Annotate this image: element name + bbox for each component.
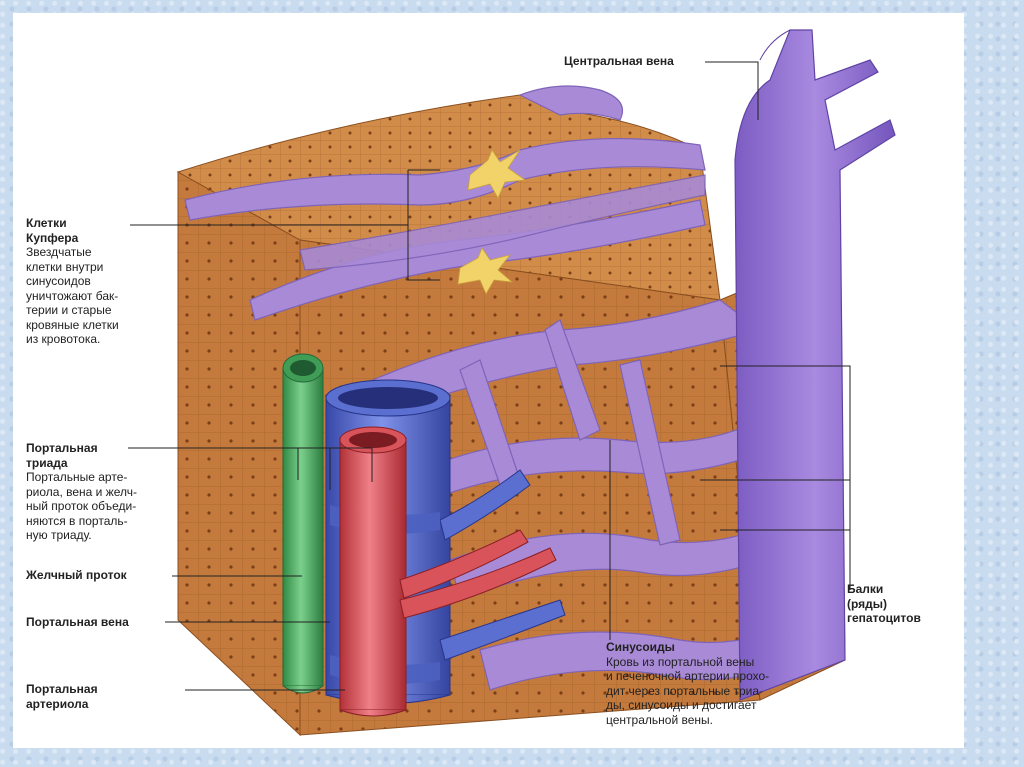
- sinusoids-title: Синусоиды: [606, 640, 846, 655]
- bile-duct: [283, 354, 323, 693]
- sinusoids-label: Синусоиды Кровь из портальной вены и печ…: [606, 640, 846, 727]
- portal-triad-label: Портальная триада Портальные арте- риола…: [26, 441, 166, 543]
- kupffer-cells-label: Клетки Купфера Звездчатые клетки внутри …: [26, 216, 166, 347]
- bile-duct-label: Желчный проток: [26, 568, 127, 583]
- portal-triad-desc: Портальные арте- риола, вена и желч- ный…: [26, 470, 166, 543]
- kupffer-cells-title: Клетки Купфера: [26, 216, 166, 245]
- portal-triad-title: Портальная триада: [26, 441, 166, 470]
- portal-vein-label: Портальная вена: [26, 615, 129, 630]
- sinusoids-desc: Кровь из портальной вены и печеночной ар…: [606, 655, 846, 728]
- central-vein-title: Центральная вена: [564, 54, 674, 69]
- portal-arteriole-label: Портальная артериола: [26, 682, 98, 711]
- portal-arteriole-title: Портальная артериола: [26, 682, 98, 711]
- hepatocyte-cords-label: Балки (ряды) гепатоцитов: [847, 582, 921, 626]
- kupffer-cells-desc: Звездчатые клетки внутри синусоидов унич…: [26, 245, 166, 347]
- central-vein-label: Центральная вена: [564, 54, 674, 69]
- portal-vein-title: Портальная вена: [26, 615, 129, 630]
- bile-duct-title: Желчный проток: [26, 568, 127, 583]
- hepatocyte-cords-title: Балки (ряды) гепатоцитов: [847, 582, 921, 626]
